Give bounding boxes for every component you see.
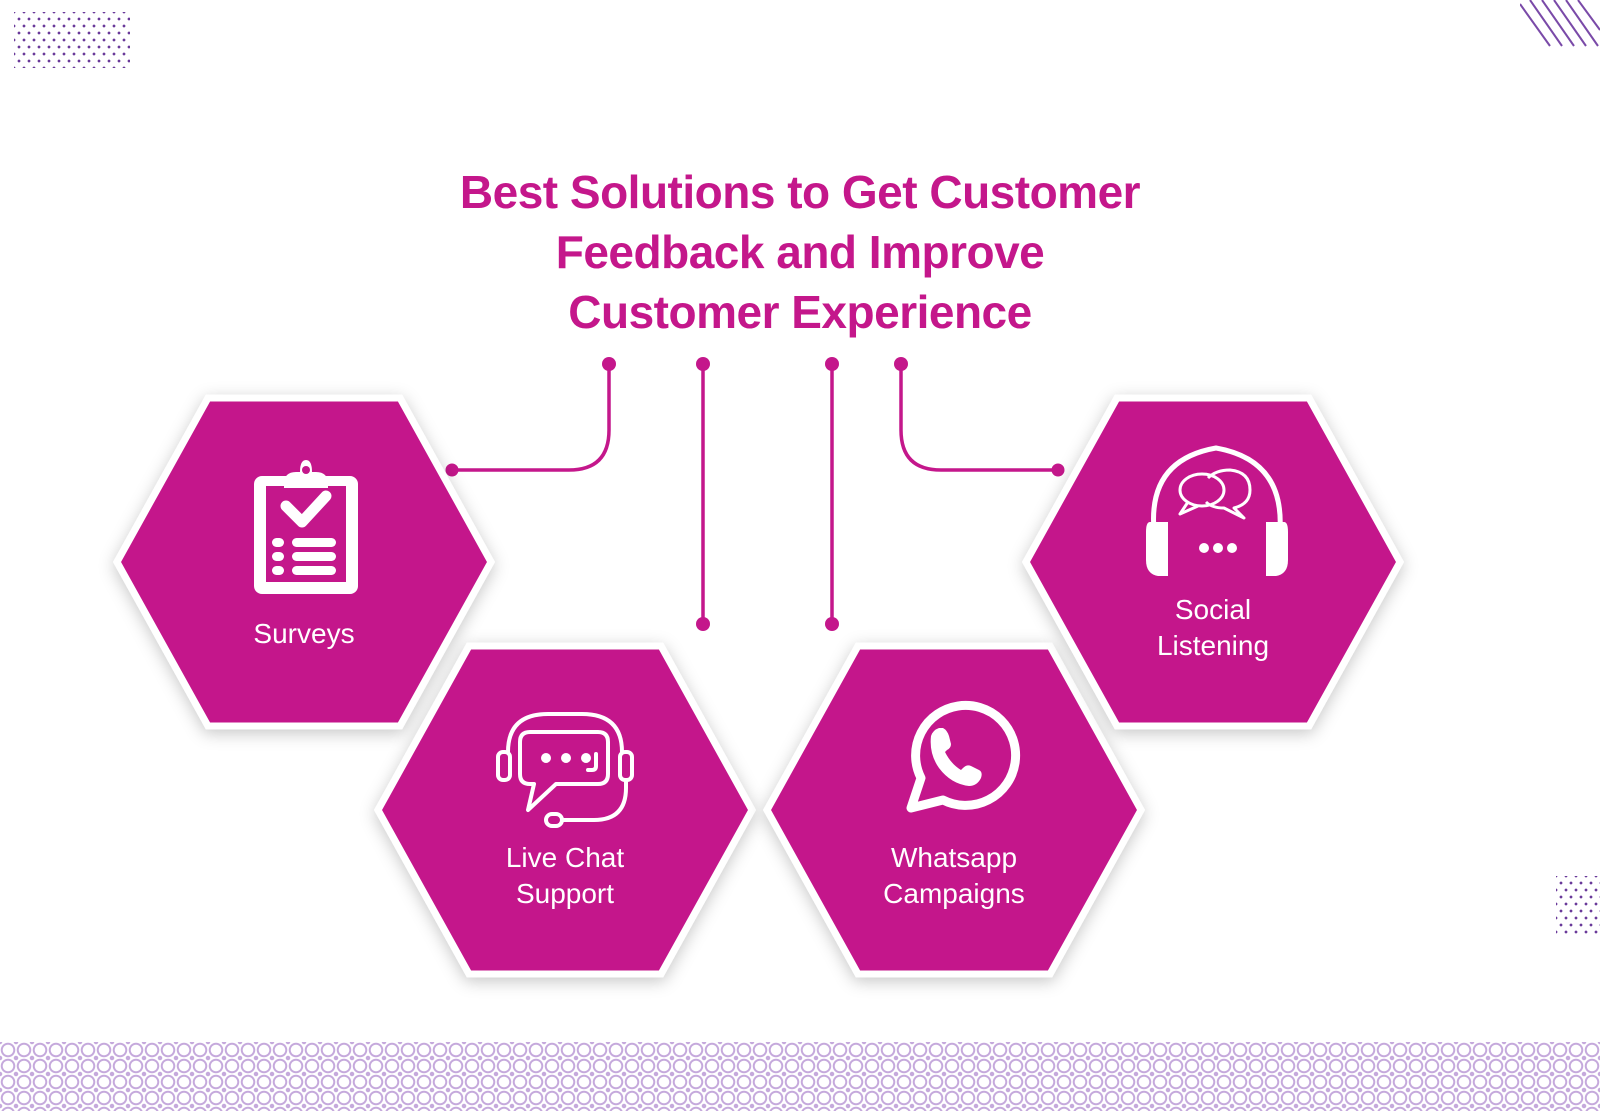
hexagon-shape bbox=[1021, 394, 1405, 730]
headset-chat-icon bbox=[496, 712, 634, 828]
solution-card-live-chat-support: Live Chat Support bbox=[373, 642, 757, 978]
diagonal-stripes-decoration bbox=[1520, 0, 1600, 47]
solution-label: Whatsapp Campaigns bbox=[883, 842, 1025, 909]
headphones-speech-bubbles-icon bbox=[1146, 445, 1288, 576]
whatsapp-icon bbox=[906, 700, 1021, 813]
dot-pattern-decoration bbox=[1556, 876, 1600, 934]
title-line: Customer Experience bbox=[568, 286, 1032, 338]
diagram-title: Best Solutions to Get Customer Feedback … bbox=[380, 162, 1220, 342]
title-line: Best Solutions to Get Customer bbox=[459, 166, 1141, 218]
lattice-pattern-footer bbox=[0, 1042, 1600, 1111]
hexagon-shape bbox=[762, 642, 1146, 978]
solution-label: Social Listening bbox=[1156, 594, 1270, 661]
dot-pattern-decoration bbox=[14, 12, 130, 68]
solution-card-surveys: Surveys bbox=[112, 394, 496, 730]
title-line: Feedback and Improve bbox=[555, 226, 1045, 278]
solution-card-whatsapp-campaigns: Whatsapp Campaigns bbox=[762, 642, 1146, 978]
hexagon-shape bbox=[373, 642, 757, 978]
solution-label: Live Chat Support bbox=[505, 842, 625, 909]
solution-card-social-listening: Social Listening bbox=[1021, 394, 1405, 730]
clipboard-check-icon bbox=[254, 460, 358, 594]
solution-label: Surveys bbox=[253, 618, 355, 649]
